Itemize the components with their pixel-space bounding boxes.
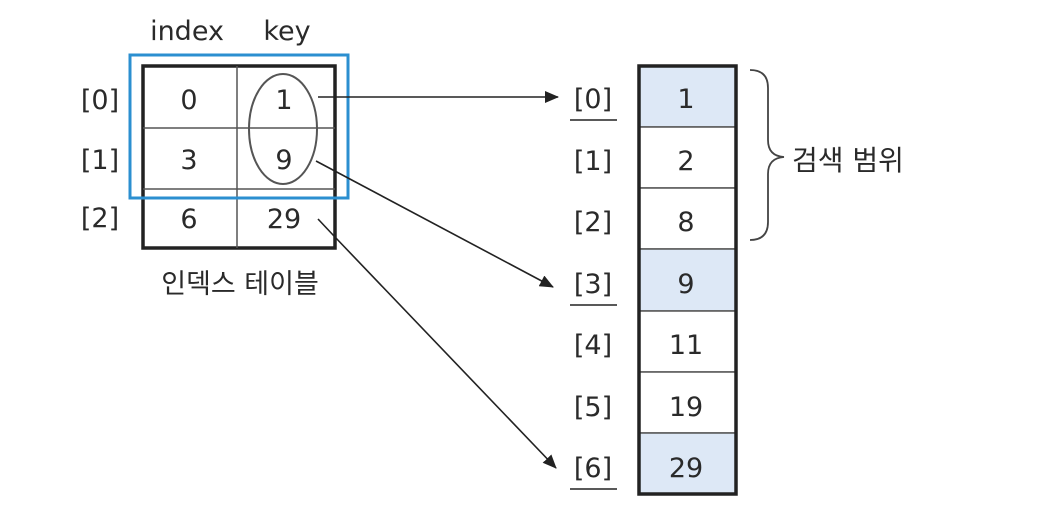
data-value: 1 xyxy=(677,84,694,115)
index-column-header: index xyxy=(150,16,224,47)
selected-index-range-box xyxy=(128,53,350,200)
data-value: 9 xyxy=(677,269,694,300)
data-cell-highlighted xyxy=(638,65,737,128)
index-table-caption: 인덱스 테이블 xyxy=(161,269,319,300)
data-row-label: [3] xyxy=(574,269,612,300)
data-row-label: [1] xyxy=(574,146,612,177)
data-row-label: [5] xyxy=(574,392,612,423)
index-row-label: [0] xyxy=(81,85,119,116)
key-cell: 29 xyxy=(267,204,301,235)
index-table-row-labels: [0] [1] [2] xyxy=(81,85,119,234)
arrow-key-29-to-data-6 xyxy=(333,235,557,469)
index-row-label: [2] xyxy=(81,203,119,234)
index-table: 0 3 6 1 9 29 xyxy=(141,64,337,250)
data-row-label: [2] xyxy=(574,207,612,238)
index-row-label: [1] xyxy=(81,145,119,176)
data-array-border xyxy=(637,64,738,496)
key-ellipse xyxy=(248,73,318,185)
data-row-label: [4] xyxy=(574,330,612,361)
data-array: 1 2 8 9 11 19 29 xyxy=(637,64,738,496)
key-cell: 9 xyxy=(275,145,292,176)
pointer-arrows xyxy=(315,91,559,469)
index-cell: 6 xyxy=(180,204,197,235)
data-row-label: [6] xyxy=(574,453,612,484)
key-column-header: key xyxy=(263,16,310,47)
data-value: 8 xyxy=(677,207,694,238)
data-array-row-labels: [0] [1] [2] [3] [4] [5] [6] xyxy=(570,84,617,490)
arrow-key-29-stub xyxy=(317,218,335,237)
key-cell: 1 xyxy=(275,85,292,116)
index-cell: 3 xyxy=(180,145,197,176)
search-range-brace xyxy=(749,69,785,241)
index-table-border xyxy=(141,64,337,250)
data-value: 2 xyxy=(677,146,694,177)
data-row-label: [0] xyxy=(574,84,612,115)
data-value: 11 xyxy=(669,330,703,361)
arrow-key-9-to-data-3 xyxy=(315,160,554,288)
data-value: 29 xyxy=(669,453,703,484)
data-value: 19 xyxy=(669,392,703,423)
search-range-label: 검색 범위 xyxy=(792,144,904,177)
index-cell: 0 xyxy=(180,85,197,116)
